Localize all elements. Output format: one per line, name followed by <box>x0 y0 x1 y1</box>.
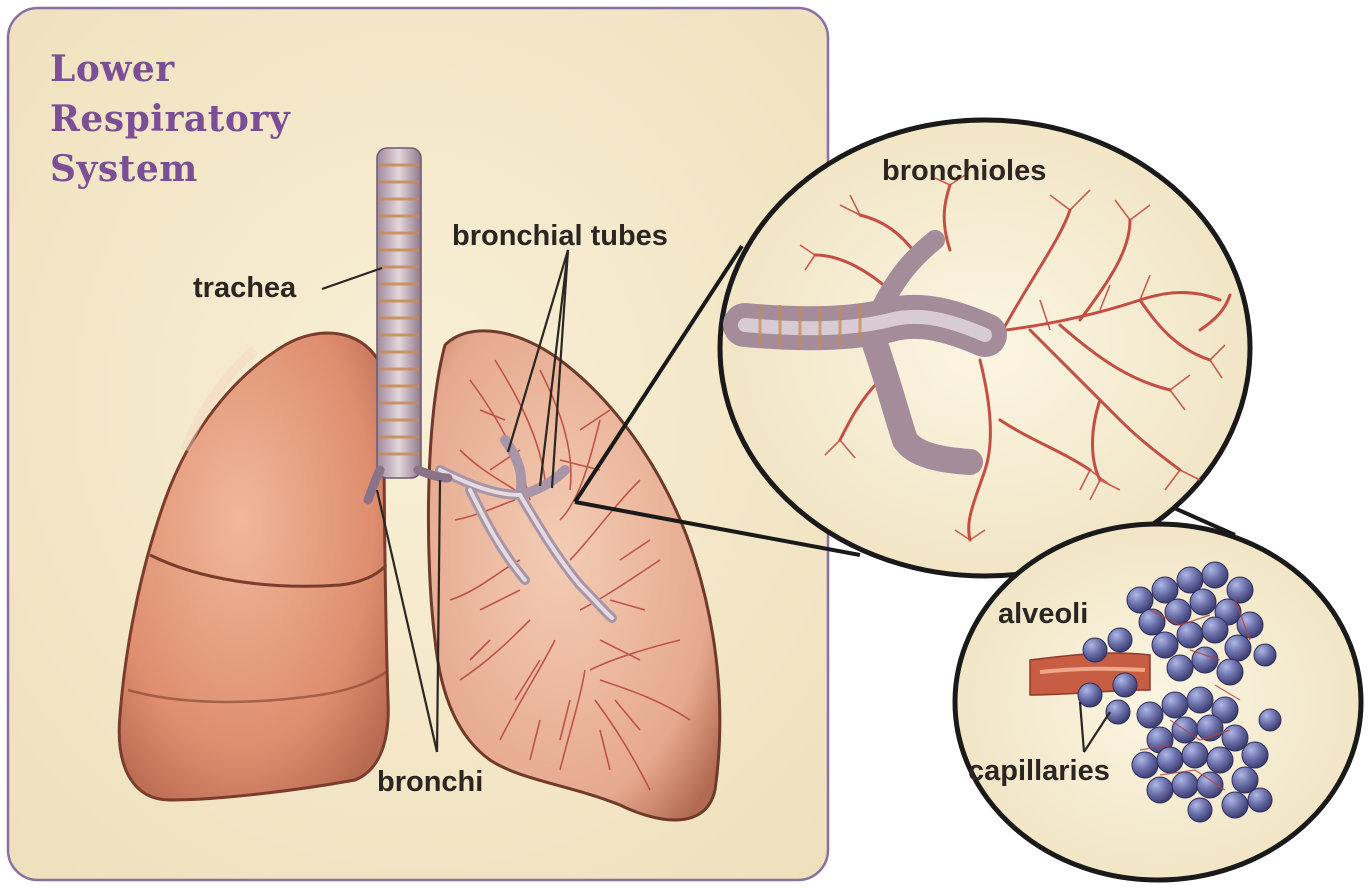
title-line-3: System <box>50 144 290 194</box>
title-line-2: Respiratory <box>50 94 290 144</box>
title-line-1: Lower <box>50 44 290 94</box>
label-capillaries: capillaries <box>968 755 1110 787</box>
alveoli-zoom <box>955 524 1361 880</box>
label-trachea: trachea <box>193 272 296 304</box>
label-bronchial-tubes: bronchial tubes <box>452 220 668 252</box>
label-alveoli: alveoli <box>998 598 1088 630</box>
bronchioles-zoom <box>720 120 1250 576</box>
diagram-title: Lower Respiratory System <box>50 44 290 194</box>
label-bronchi: bronchi <box>377 766 483 798</box>
label-bronchioles: bronchioles <box>882 155 1046 187</box>
